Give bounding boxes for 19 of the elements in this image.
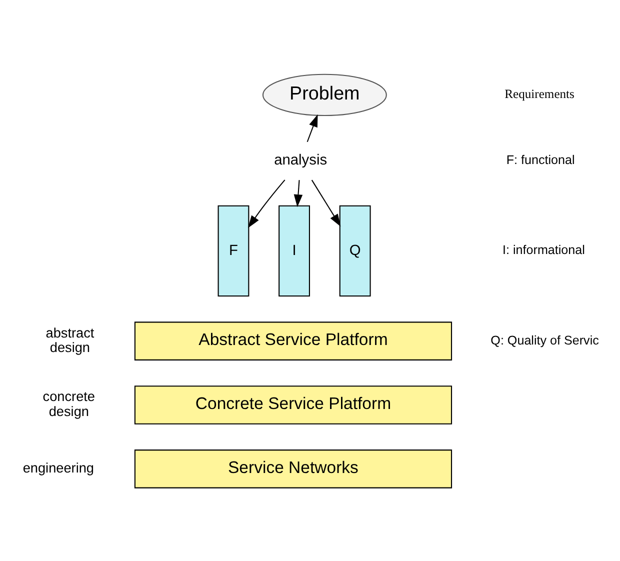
node-box: Abstract Service Platform	[134, 321, 452, 360]
node-box: F	[218, 204, 250, 296]
node-text: analysis	[274, 152, 328, 168]
arrow	[311, 179, 341, 226]
node-ellipse: Problem	[262, 73, 387, 116]
node-box: Service Networks	[134, 449, 452, 488]
label: concrete design	[42, 388, 96, 418]
label: engineering	[22, 460, 94, 476]
label: abstract design	[46, 324, 94, 354]
node-box: I	[278, 204, 310, 296]
label: Requirements	[504, 86, 574, 101]
arrow	[306, 114, 318, 142]
label: Q: Quality of Servic	[490, 332, 599, 347]
label: F: functional	[506, 152, 575, 167]
arrow	[248, 179, 286, 228]
node-box: Concrete Service Platform	[134, 385, 452, 424]
arrow	[294, 180, 303, 207]
label: I: informational	[502, 242, 585, 257]
node-box: Q	[339, 204, 371, 296]
